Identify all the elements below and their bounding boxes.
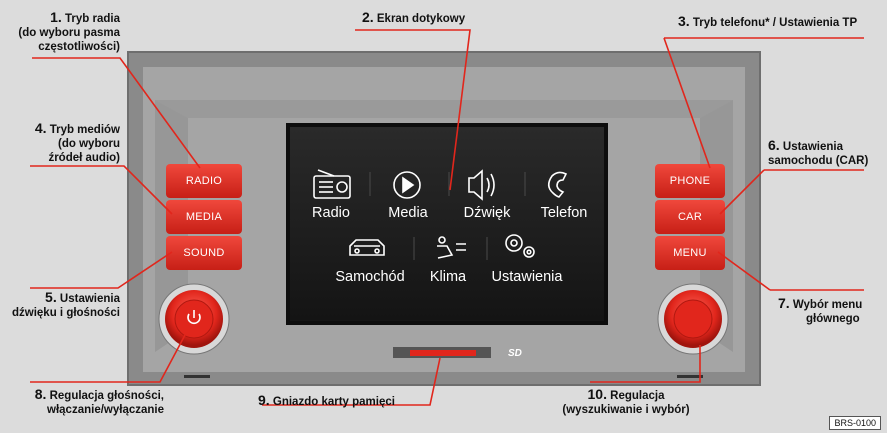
climate-app-label: Klima — [429, 269, 467, 285]
callout-7-text: Wybór menu — [792, 299, 863, 311]
screen-app-climate[interactable]: Klima — [420, 269, 476, 285]
media-button-bg — [166, 200, 242, 234]
callout-7-line2: głównego — [806, 313, 860, 325]
radio-button-bg — [166, 164, 242, 198]
car-button[interactable]: CAR — [677, 211, 703, 223]
phone-app-icon — [547, 171, 568, 198]
touch-screen — [290, 127, 604, 321]
callout-3-text: Tryb telefonu* / Ustawienia TP — [692, 17, 858, 29]
settings-app-label: Ustawienia — [491, 269, 563, 285]
callout-9-number: 9. — [258, 392, 270, 408]
callout-1: 1. Tryb radia (do wyboru pasma częstotli… — [10, 10, 120, 54]
car-app-icon — [349, 239, 385, 256]
sd-logo: SD — [508, 348, 522, 359]
callout-7: 7. Wybór menu głównego — [778, 296, 878, 326]
callout-5-text: Ustawienia — [59, 293, 120, 305]
sound-app-icon — [468, 169, 495, 201]
callout-2: 2. Ekran dotykowy — [362, 10, 482, 26]
phone-app-label: Telefon — [540, 205, 588, 221]
callout-1-line2: (do wyboru pasma — [18, 27, 120, 39]
media-button[interactable]: MEDIA — [185, 211, 223, 223]
screen-app-radio[interactable]: Radio — [302, 205, 360, 221]
callout-1-text: Tryb radia — [65, 13, 120, 25]
screen-app-settings[interactable]: Ustawienia — [486, 269, 568, 285]
callout-6-line2: samochodu (CAR) — [768, 155, 869, 167]
settings-app-icon — [505, 234, 535, 258]
callout-1-line3: częstotliwości) — [38, 41, 120, 53]
screen-app-car[interactable]: Samochód — [330, 269, 410, 285]
callout-4-number: 4. — [34, 120, 47, 136]
figure-code-badge: BRS-0100 — [829, 416, 881, 430]
callout-5-number: 5. — [45, 289, 57, 305]
sound-button-bg — [166, 236, 242, 270]
callout-3: 3. Tryb telefonu* / Ustawienia TP — [678, 14, 878, 30]
callout-4-text: Tryb mediów — [49, 124, 120, 136]
screen-app-phone[interactable]: Telefon — [532, 205, 596, 221]
callout-2-number: 2. — [362, 9, 374, 25]
callout-3-number: 3. — [678, 13, 690, 29]
sd-card-slot — [410, 350, 476, 356]
callout-6-number: 6. — [768, 137, 780, 153]
phone-button-bg — [655, 164, 725, 198]
media-app-label: Media — [388, 205, 428, 221]
callout-10: 10. Regulacja (wyszukiwanie i wybór) — [546, 387, 706, 417]
leader-lines — [30, 29, 864, 406]
callout-1-number: 1. — [50, 9, 62, 25]
radio-app-label: Radio — [312, 205, 350, 221]
media-app-icon — [393, 171, 421, 199]
callout-10-number: 10. — [587, 386, 607, 402]
callout-4: 4. Tryb mediów (do wyboru źródeł audio) — [10, 121, 120, 165]
callout-7-number: 7. — [778, 295, 790, 311]
callout-6-text: Ustawienia — [782, 141, 843, 153]
callout-8-text: Regulacja głośności, — [49, 390, 164, 402]
callout-8-number: 8. — [34, 386, 47, 402]
car-app-label: Samochód — [335, 269, 405, 285]
callout-4-line2: (do wyboru — [58, 138, 120, 150]
callout-8-line2: włączanie/wyłączanie — [47, 404, 164, 416]
screen-app-sound[interactable]: Dźwięk — [455, 205, 519, 221]
phone-button[interactable]: PHONE — [669, 175, 711, 187]
menu-button[interactable]: MENU — [673, 247, 707, 259]
callout-6: 6. Ustawienia samochodu (CAR) — [768, 138, 878, 168]
sound-app-label: Dźwięk — [463, 205, 511, 221]
sound-button[interactable]: SOUND — [183, 247, 225, 259]
callout-5: 5. Ustawienia dźwięku i głośności — [6, 290, 120, 320]
screen-app-media[interactable]: Media — [378, 205, 438, 221]
unit-bevel — [155, 100, 733, 118]
callout-4-line3: źródeł audio) — [48, 152, 120, 164]
power-icon — [187, 310, 201, 325]
callout-9-text: Gniazdo karty pamięci — [272, 396, 395, 408]
callout-9: 9. Gniazdo karty pamięci — [258, 393, 418, 409]
menu-button-bg — [655, 236, 725, 270]
radio-button[interactable]: RADIO — [185, 175, 223, 187]
radio-app-icon — [313, 169, 351, 199]
callout-10-text: Regulacja — [610, 390, 665, 402]
callout-8: 8. Regulacja głośności, włączanie/wyłącz… — [8, 387, 164, 417]
car-button-bg — [655, 200, 725, 234]
callout-10-line2: (wyszukiwanie i wybór) — [562, 404, 690, 416]
callout-5-line2: dźwięku i głośności — [12, 307, 120, 319]
climate-app-icon — [437, 236, 466, 259]
callout-2-text: Ekran dotykowy — [376, 13, 466, 25]
